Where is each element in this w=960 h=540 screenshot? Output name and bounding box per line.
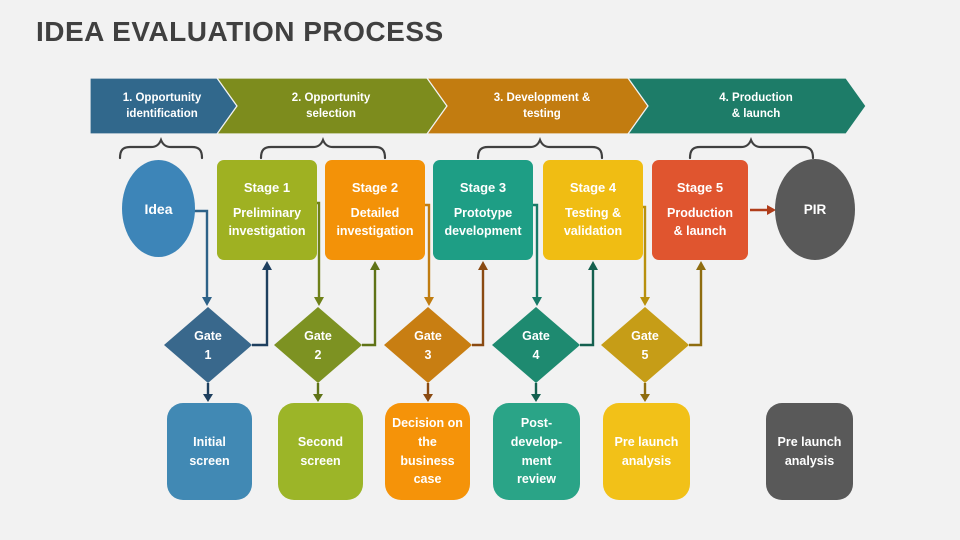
connector-idea-gate1 [192,209,209,297]
arrow-down-icon [314,297,324,306]
arrow-down-icon [313,394,323,402]
braces [118,137,815,160]
arrow-down-icon [424,297,434,306]
stage-box-1: Stage 1 Preliminary investigation [217,160,317,260]
gate-label-2: Gate 2 [288,327,348,365]
arrow-down-icon [531,394,541,402]
outcome-box-6: Pre launch analysis [766,403,853,500]
idea-ellipse: Idea [122,160,195,257]
arrow-down-icon [640,394,650,402]
gate-label-1: Gate 1 [178,327,238,365]
stage-5-desc: Production & launch [667,206,733,239]
phase-label-4: 4. Production & launch [719,92,793,121]
gate-2-number: 2 [314,347,322,362]
phase-label-2: 2. Opportunity selection [291,92,371,121]
connector-gate1-stage1 [252,270,269,347]
arrow-down-icon [203,394,213,402]
phase-label-3: 3. Development & testing [493,92,591,121]
idea-label: Idea [144,200,173,217]
gate-5-word: Gate [631,329,659,343]
outcome-box-5: Pre launch analysis [603,403,690,500]
stage-4-desc: Testing & validation [563,206,623,239]
arrow-down-icon [423,394,433,402]
stage-box-5: Stage 5 Production & launch [652,160,748,260]
brace-1 [118,137,204,160]
outcome-box-2: Second screen [278,403,363,500]
gate-4-number: 4 [532,347,540,362]
arrow-down-icon [202,297,212,306]
gate-label-3: Gate 3 [398,327,458,365]
connector-stage3-gate4 [533,203,539,297]
stage-4-heading: Stage 4 [569,180,617,195]
connector-gate4-stage4 [580,270,595,347]
outcome-box-4: Post- develop- ment review [493,403,580,500]
phase-label-1: 1. Opportunity identification [122,92,202,121]
stage-2-desc: Detailed investigation [336,206,414,239]
pir-label: PIR [803,202,827,217]
brace-4 [688,137,815,160]
gate-2-word: Gate [304,329,332,343]
stage-3-heading: Stage 3 [459,180,507,195]
stage-box-3: Stage 3 Prototype development [433,160,533,260]
gate-1-number: 1 [204,347,212,362]
arrow-up-icon [588,261,598,270]
arrow-down-icon [640,297,650,306]
connector-gate3-stage3 [472,270,485,347]
gate-5-number: 5 [641,347,649,362]
gate-3-word: Gate [414,329,442,343]
stage-3-desc: Prototype development [444,206,522,239]
outcome-box-3: Decision on the business case [385,403,470,500]
brace-2 [259,137,387,160]
connector-stage1-gate2 [317,201,321,297]
stage-1-desc: Preliminary investigation [228,206,306,239]
gate-1-word: Gate [194,329,222,343]
connector-stage2-gate3 [425,203,431,297]
gate-4-word: Gate [522,329,550,343]
connector-stage4-gate5 [643,205,647,297]
arrow-up-icon [696,261,706,270]
outcome-box-1: Initial screen [167,403,252,500]
stage-box-2: Stage 2 Detailed investigation [325,160,425,260]
connector-gate2-stage2 [362,270,377,347]
stage-box-4: Stage 4 Testing & validation [543,160,643,260]
arrow-down-icon [532,297,542,306]
page-title: IDEA EVALUATION PROCESS [36,16,444,47]
arrow-up-icon [262,261,272,270]
arrow-up-icon [370,261,380,270]
brace-3 [476,137,604,160]
connector-gate5-stage5 [689,270,703,347]
stage-5-heading: Stage 5 [676,180,724,195]
gate-3-number: 3 [424,347,432,362]
pir-ellipse: PIR [775,159,855,260]
gate-label-5: Gate 5 [615,327,675,365]
arrow-up-icon [478,261,488,270]
gate-label-4: Gate 4 [506,327,566,365]
stage-2-heading: Stage 2 [351,180,399,195]
stage-1-heading: Stage 1 [243,180,291,195]
